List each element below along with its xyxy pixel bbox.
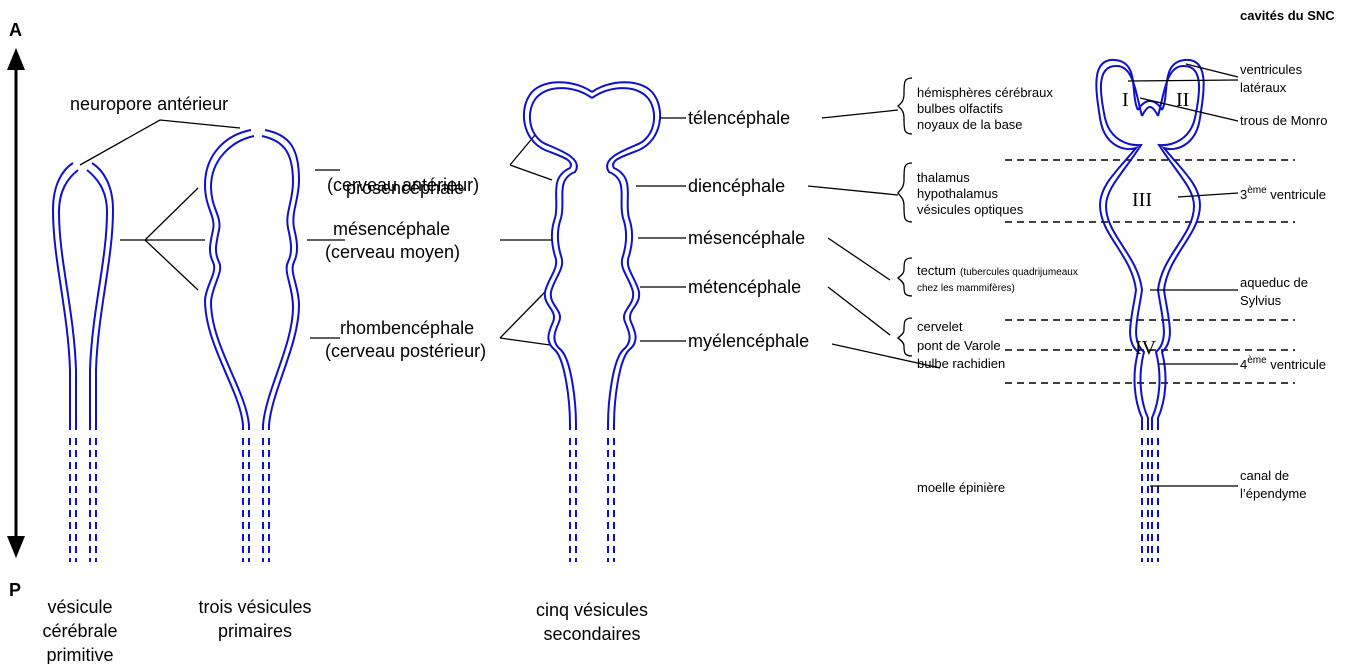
- cns-cavities: [1096, 60, 1203, 562]
- arrow-up-icon: [7, 48, 25, 70]
- cavity-canal-1: canal de: [1240, 468, 1289, 483]
- stage-primary-line1: trois vésicules: [198, 597, 311, 617]
- derivative-met-1: cervelet: [917, 319, 963, 334]
- anterior-posterior-axis: A P: [7, 20, 25, 600]
- cavity-aqueduc-1: aqueduc de: [1240, 275, 1308, 290]
- cavity-v3: 3ème ventricule: [1240, 185, 1326, 202]
- arrow-down-icon: [7, 536, 25, 558]
- prosencephale-sub: (cerveau antérieur): [327, 175, 479, 195]
- stage-secondary-line2: secondaires: [543, 624, 640, 644]
- stage-secondary-line1: cinq vésicules: [536, 600, 648, 620]
- stage-primary-line2: primaires: [218, 621, 292, 641]
- telencephale-label: télencéphale: [688, 108, 790, 128]
- mesencephale2-label: mésencéphale: [688, 228, 805, 248]
- cavity-aqueduc-2: Sylvius: [1240, 293, 1282, 308]
- mesencephale-sub: (cerveau moyen): [325, 242, 460, 262]
- stage-primitive-line3: primitive: [46, 645, 113, 664]
- axis-posterior-label: P: [9, 580, 21, 600]
- mesencephale-label: mésencéphale: [333, 219, 450, 239]
- header-title: cavités du SNC: [1240, 8, 1335, 23]
- ventricle-III-label: III: [1132, 189, 1152, 211]
- cavity-lateral-1: ventricules: [1240, 62, 1303, 77]
- derivative-moelle: moelle épinière: [917, 480, 1005, 495]
- stage-primitive-line1: vésicule: [47, 597, 112, 617]
- primary-vesicles: [205, 130, 299, 562]
- diencephale-label: diencéphale: [688, 176, 785, 196]
- derivative-di-1: thalamus: [917, 170, 970, 185]
- derivative-tel-3: noyaux de la base: [917, 117, 1023, 132]
- derivative-myel: bulbe rachidien: [917, 356, 1005, 371]
- derivative-mes: tectum(tubercules quadrijumeaux: [917, 263, 1078, 278]
- ventricle-IV-label: IV: [1135, 337, 1157, 359]
- secondary-vesicles: [524, 82, 660, 562]
- derivative-di-3: vésicules optiques: [917, 202, 1024, 217]
- myelencephale-label: myélencéphale: [688, 331, 809, 351]
- cavity-lateral-2: latéraux: [1240, 80, 1287, 95]
- axis-anterior-label: A: [9, 20, 22, 40]
- rhombencephale-label: rhombencéphale: [340, 318, 474, 338]
- metencephale-label: métencéphale: [688, 277, 801, 297]
- cavity-canal-2: l’épendyme: [1240, 486, 1307, 501]
- neuropore-label: neuropore antérieur: [70, 94, 228, 114]
- cavity-monro: trous de Monro: [1240, 113, 1327, 128]
- derivative-tel-1: hémisphères cérébraux: [917, 85, 1053, 100]
- cavity-v4: 4ème ventricule: [1240, 355, 1326, 372]
- stage-primitive-line2: cérébrale: [42, 621, 117, 641]
- derivative-di-2: hypothalamus: [917, 186, 998, 201]
- derivative-mes-note2: chez les mammifères): [917, 283, 1015, 294]
- ventricle-I-label: I: [1122, 89, 1129, 111]
- rhombencephale-sub: (cerveau postérieur): [325, 341, 486, 361]
- primitive-vesicle: [53, 163, 113, 562]
- derivative-tel-2: bulbes olfactifs: [917, 101, 1003, 116]
- derivative-met-2: pont de Varole: [917, 338, 1001, 353]
